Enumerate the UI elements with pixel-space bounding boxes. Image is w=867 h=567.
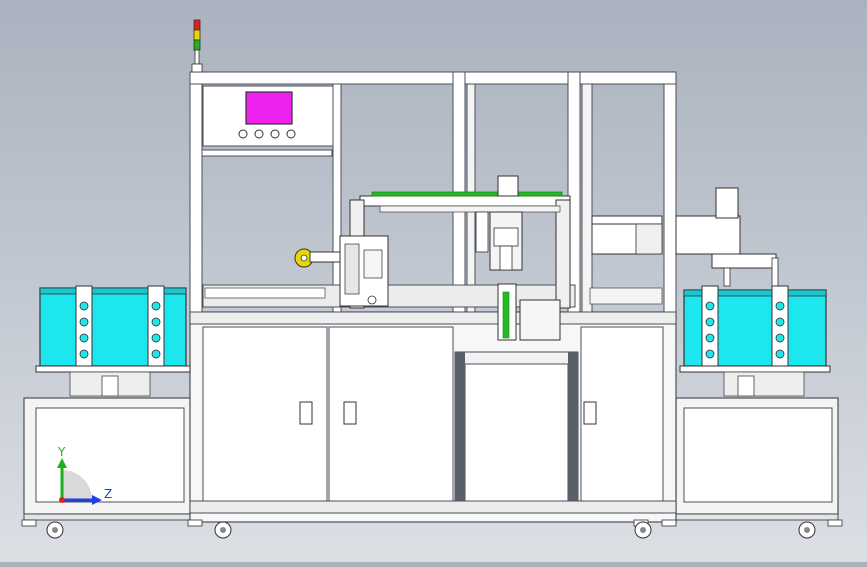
hmi-button-1	[238, 129, 248, 139]
hmi-button-2	[254, 129, 264, 139]
main-cabinet	[189, 311, 677, 523]
hmi-panel[interactable]	[202, 85, 334, 147]
stack-light-icon	[191, 19, 203, 73]
work-deck	[202, 284, 663, 308]
axis-y-label: Y	[57, 445, 66, 459]
right-wing-cabinet	[675, 397, 839, 521]
tape-spool-unit	[294, 235, 389, 307]
caster-wheel-icon	[21, 519, 843, 539]
pick-head	[475, 175, 561, 341]
hmi-button-4	[286, 129, 296, 139]
door-handle-1	[299, 401, 313, 425]
hmi-button-3	[270, 129, 280, 139]
transfer-module	[591, 187, 779, 287]
right-hopper	[679, 285, 831, 397]
axis-z-label: Z	[104, 487, 112, 501]
left-hopper	[35, 285, 191, 397]
hmi-screen-icon	[245, 91, 293, 125]
door-handle-2	[343, 401, 357, 425]
coordinate-triad-icon	[57, 458, 102, 505]
left-wing-cabinet	[23, 397, 195, 521]
door-handle-3	[583, 401, 597, 425]
